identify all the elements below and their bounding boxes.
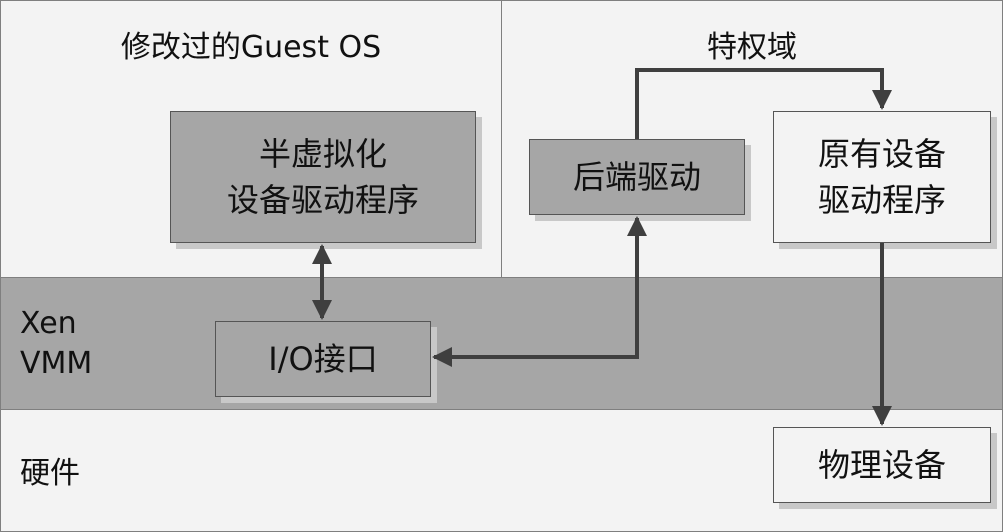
- io-interface-box: I/O接口: [215, 321, 431, 397]
- native-device-driver-box: 原有设备 驱动程序: [773, 111, 991, 243]
- paravirtual-driver-box: 半虚拟化 设备驱动程序: [170, 111, 476, 243]
- physical-device-box: 物理设备: [773, 427, 991, 503]
- xen-vmm-label: Xen VMM: [20, 306, 93, 381]
- guest-os-title: 修改过的Guest OS: [120, 30, 382, 65]
- hardware-label: 硬件: [20, 456, 80, 491]
- xen-vmm-layer: [0, 277, 1003, 410]
- privileged-domain-title: 特权域: [707, 30, 797, 65]
- backend-driver-box: 后端驱动: [529, 139, 745, 215]
